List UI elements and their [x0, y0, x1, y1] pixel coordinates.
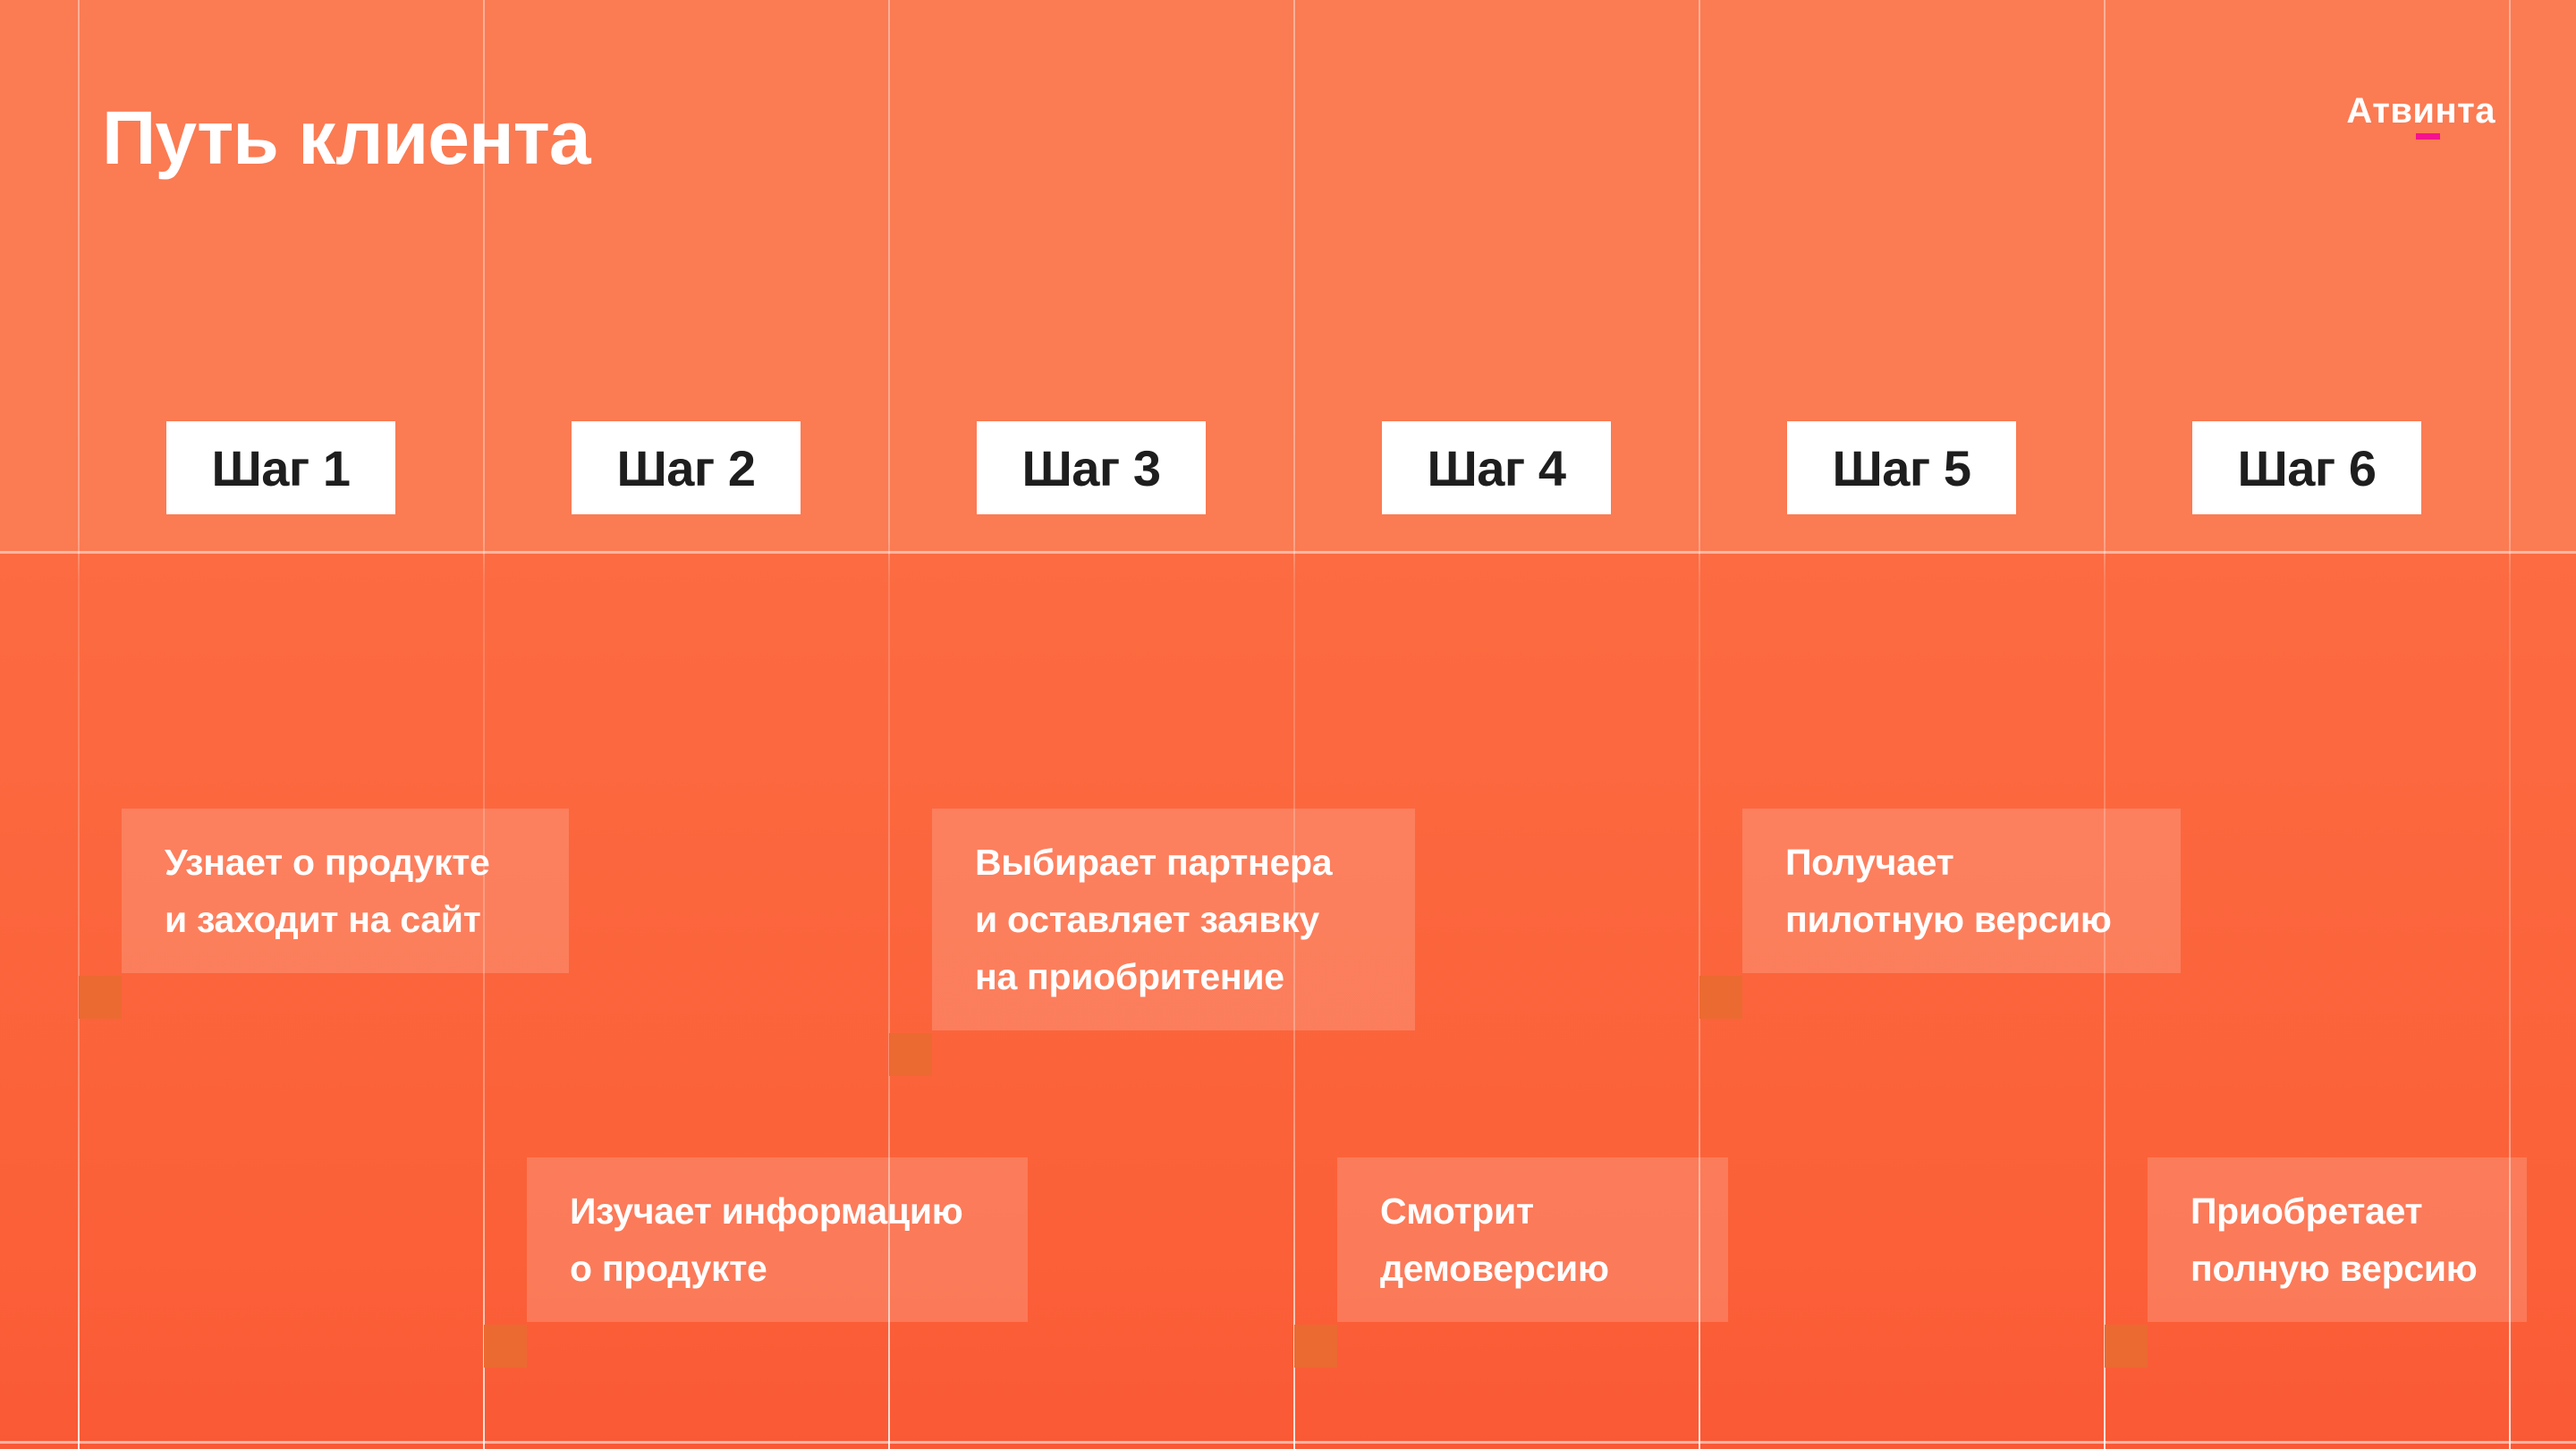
- step-label: Шаг 4: [1427, 439, 1566, 496]
- step-note-4: Смотрит демоверсию: [1337, 1157, 1728, 1322]
- page-title: Путь клиента: [102, 96, 591, 180]
- accent-square-6: [2105, 1325, 2148, 1368]
- grid-line-7: [2509, 0, 2511, 1449]
- step-badge-4: Шаг 4: [1382, 421, 1611, 514]
- step-note-2: Изучает информацию о продукте: [527, 1157, 1028, 1322]
- grid-line-5: [1699, 0, 1700, 1449]
- step-badge-3: Шаг 3: [977, 421, 1206, 514]
- grid-line-3: [888, 0, 890, 1449]
- bottom-edge-line: [0, 1441, 2576, 1444]
- step-badge-5: Шаг 5: [1787, 421, 2016, 514]
- accent-square-3: [889, 1033, 932, 1076]
- step-note-5: Получает пилотную версию: [1742, 809, 2181, 973]
- step-label: Шаг 5: [1832, 439, 1971, 496]
- brand-logo: Атвинта: [2346, 91, 2496, 131]
- step-note-1: Узнает о продукте и заходит на сайт: [122, 809, 569, 973]
- accent-square-2: [484, 1325, 527, 1368]
- brand-underline-accent: [2416, 133, 2440, 140]
- step-label: Шаг 2: [616, 439, 756, 496]
- step-note-6: Приобретает полную версию: [2148, 1157, 2527, 1322]
- grid-line-6: [2104, 0, 2106, 1449]
- grid-line-1: [78, 0, 80, 1449]
- grid-line-4: [1293, 0, 1295, 1449]
- accent-square-1: [79, 976, 122, 1019]
- step-label: Шаг 3: [1021, 439, 1161, 496]
- grid-line-2: [483, 0, 485, 1449]
- accent-square-5: [1699, 976, 1742, 1019]
- step-badge-1: Шаг 1: [166, 421, 395, 514]
- step-label: Шаг 1: [211, 439, 351, 496]
- step-label: Шаг 6: [2237, 439, 2377, 496]
- horizontal-divider-line: [0, 551, 2576, 554]
- accent-square-4: [1294, 1325, 1337, 1368]
- step-badge-2: Шаг 2: [572, 421, 801, 514]
- step-note-3: Выбирает партнера и оставляет заявку на …: [932, 809, 1415, 1030]
- step-badge-6: Шаг 6: [2192, 421, 2421, 514]
